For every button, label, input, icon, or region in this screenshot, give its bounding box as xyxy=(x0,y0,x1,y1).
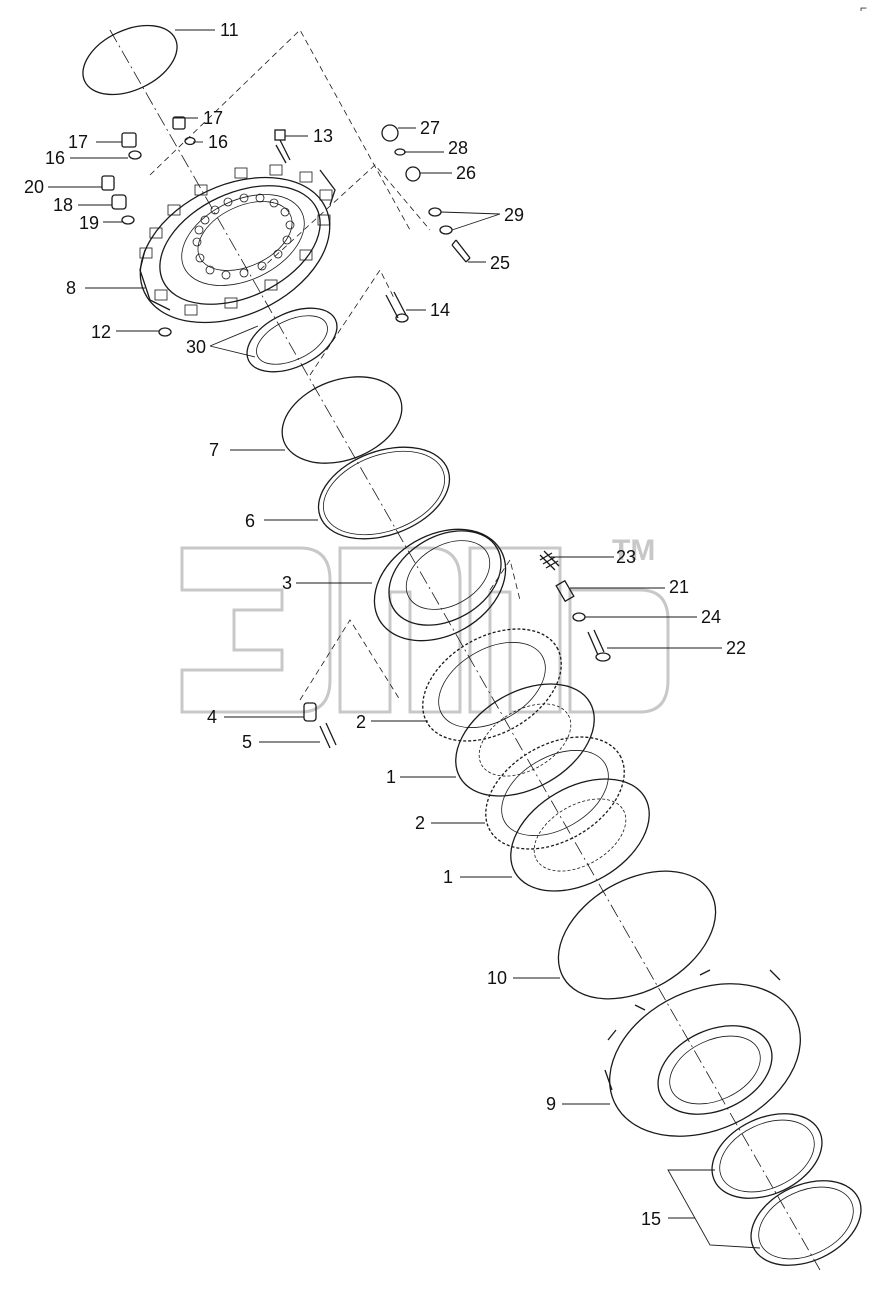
watermark-logo: TM xyxy=(180,534,670,714)
callout-1b: 1 xyxy=(443,867,453,887)
washer-24 xyxy=(572,612,586,622)
callout-2b: 2 xyxy=(415,813,425,833)
callout-30: 30 xyxy=(186,337,206,357)
fitting-17a xyxy=(121,132,142,160)
callout-8: 8 xyxy=(66,278,76,298)
bolt-13 xyxy=(274,129,291,164)
callout-14: 14 xyxy=(430,300,450,320)
callout-7: 7 xyxy=(209,440,219,460)
callout-23: 23 xyxy=(616,547,636,567)
washer-12 xyxy=(158,327,172,337)
steel-plate-2a xyxy=(422,628,562,742)
callout-10: 10 xyxy=(487,968,507,988)
callout-22: 22 xyxy=(726,638,746,658)
leader-lines xyxy=(48,29,761,1249)
callout-13: 13 xyxy=(313,126,333,146)
callout-27: 27 xyxy=(420,118,440,138)
callout-17b: 17 xyxy=(203,108,223,128)
callout-6: 6 xyxy=(245,511,255,531)
watermark-tm: TM xyxy=(612,534,655,567)
assembly-path-mid xyxy=(259,164,431,271)
callout-26: 26 xyxy=(456,163,476,183)
callout-25: 25 xyxy=(490,253,510,273)
callouts: 11 17 16 17 16 13 27 28 26 20 18 19 29 2… xyxy=(24,20,746,1229)
callout-11: 11 xyxy=(220,20,239,40)
spring-23 xyxy=(539,550,560,571)
callout-2a: 2 xyxy=(356,712,366,732)
seal-15b xyxy=(750,1180,862,1266)
fitting-20-18-19 xyxy=(101,175,135,225)
piston-housing-8 xyxy=(139,164,336,324)
nut-27-28-26 xyxy=(381,124,421,182)
o-ring-11 xyxy=(82,24,178,96)
assembly-path-small xyxy=(489,559,521,601)
bolt-5 xyxy=(319,722,337,749)
callout-16a: 16 xyxy=(45,148,65,168)
callout-24: 24 xyxy=(701,607,721,627)
callout-18: 18 xyxy=(53,195,73,215)
assembly-path-lower xyxy=(299,619,401,701)
bolt-14 xyxy=(385,291,409,323)
callout-21: 21 xyxy=(669,577,689,597)
callout-19: 19 xyxy=(79,213,99,233)
callout-4: 4 xyxy=(207,707,217,727)
snap-ring-10 xyxy=(557,870,717,1000)
callout-12: 12 xyxy=(91,322,111,342)
piston-3 xyxy=(373,528,507,642)
corner-mark: ⌐ xyxy=(860,1,867,15)
center-axis xyxy=(109,29,821,1271)
callout-3: 3 xyxy=(282,573,292,593)
callout-9: 9 xyxy=(546,1094,556,1114)
seal-ring-6 xyxy=(317,446,451,540)
callout-5: 5 xyxy=(242,732,252,752)
callout-1a: 1 xyxy=(386,767,396,787)
assembly-path-right xyxy=(309,269,396,376)
bolt-22 xyxy=(587,629,611,662)
assembly-path-upper xyxy=(149,29,411,231)
callout-20: 20 xyxy=(24,177,44,197)
callout-28: 28 xyxy=(448,138,468,158)
friction-disc-1a xyxy=(455,683,595,797)
drum-9 xyxy=(604,969,801,1137)
callout-16b: 16 xyxy=(208,132,228,152)
callout-29: 29 xyxy=(504,205,524,225)
steel-plate-2b xyxy=(485,736,625,850)
callout-15: 15 xyxy=(641,1209,661,1229)
bolt-25 xyxy=(451,239,471,263)
seal-15a xyxy=(711,1113,823,1199)
callout-17a: 17 xyxy=(68,132,88,152)
pin-21 xyxy=(555,579,575,603)
seal-ring-7 xyxy=(281,376,403,464)
pin-4 xyxy=(303,702,317,722)
ring-30 xyxy=(246,307,338,373)
friction-disc-1b xyxy=(510,778,650,892)
fitting-17b xyxy=(172,116,196,146)
